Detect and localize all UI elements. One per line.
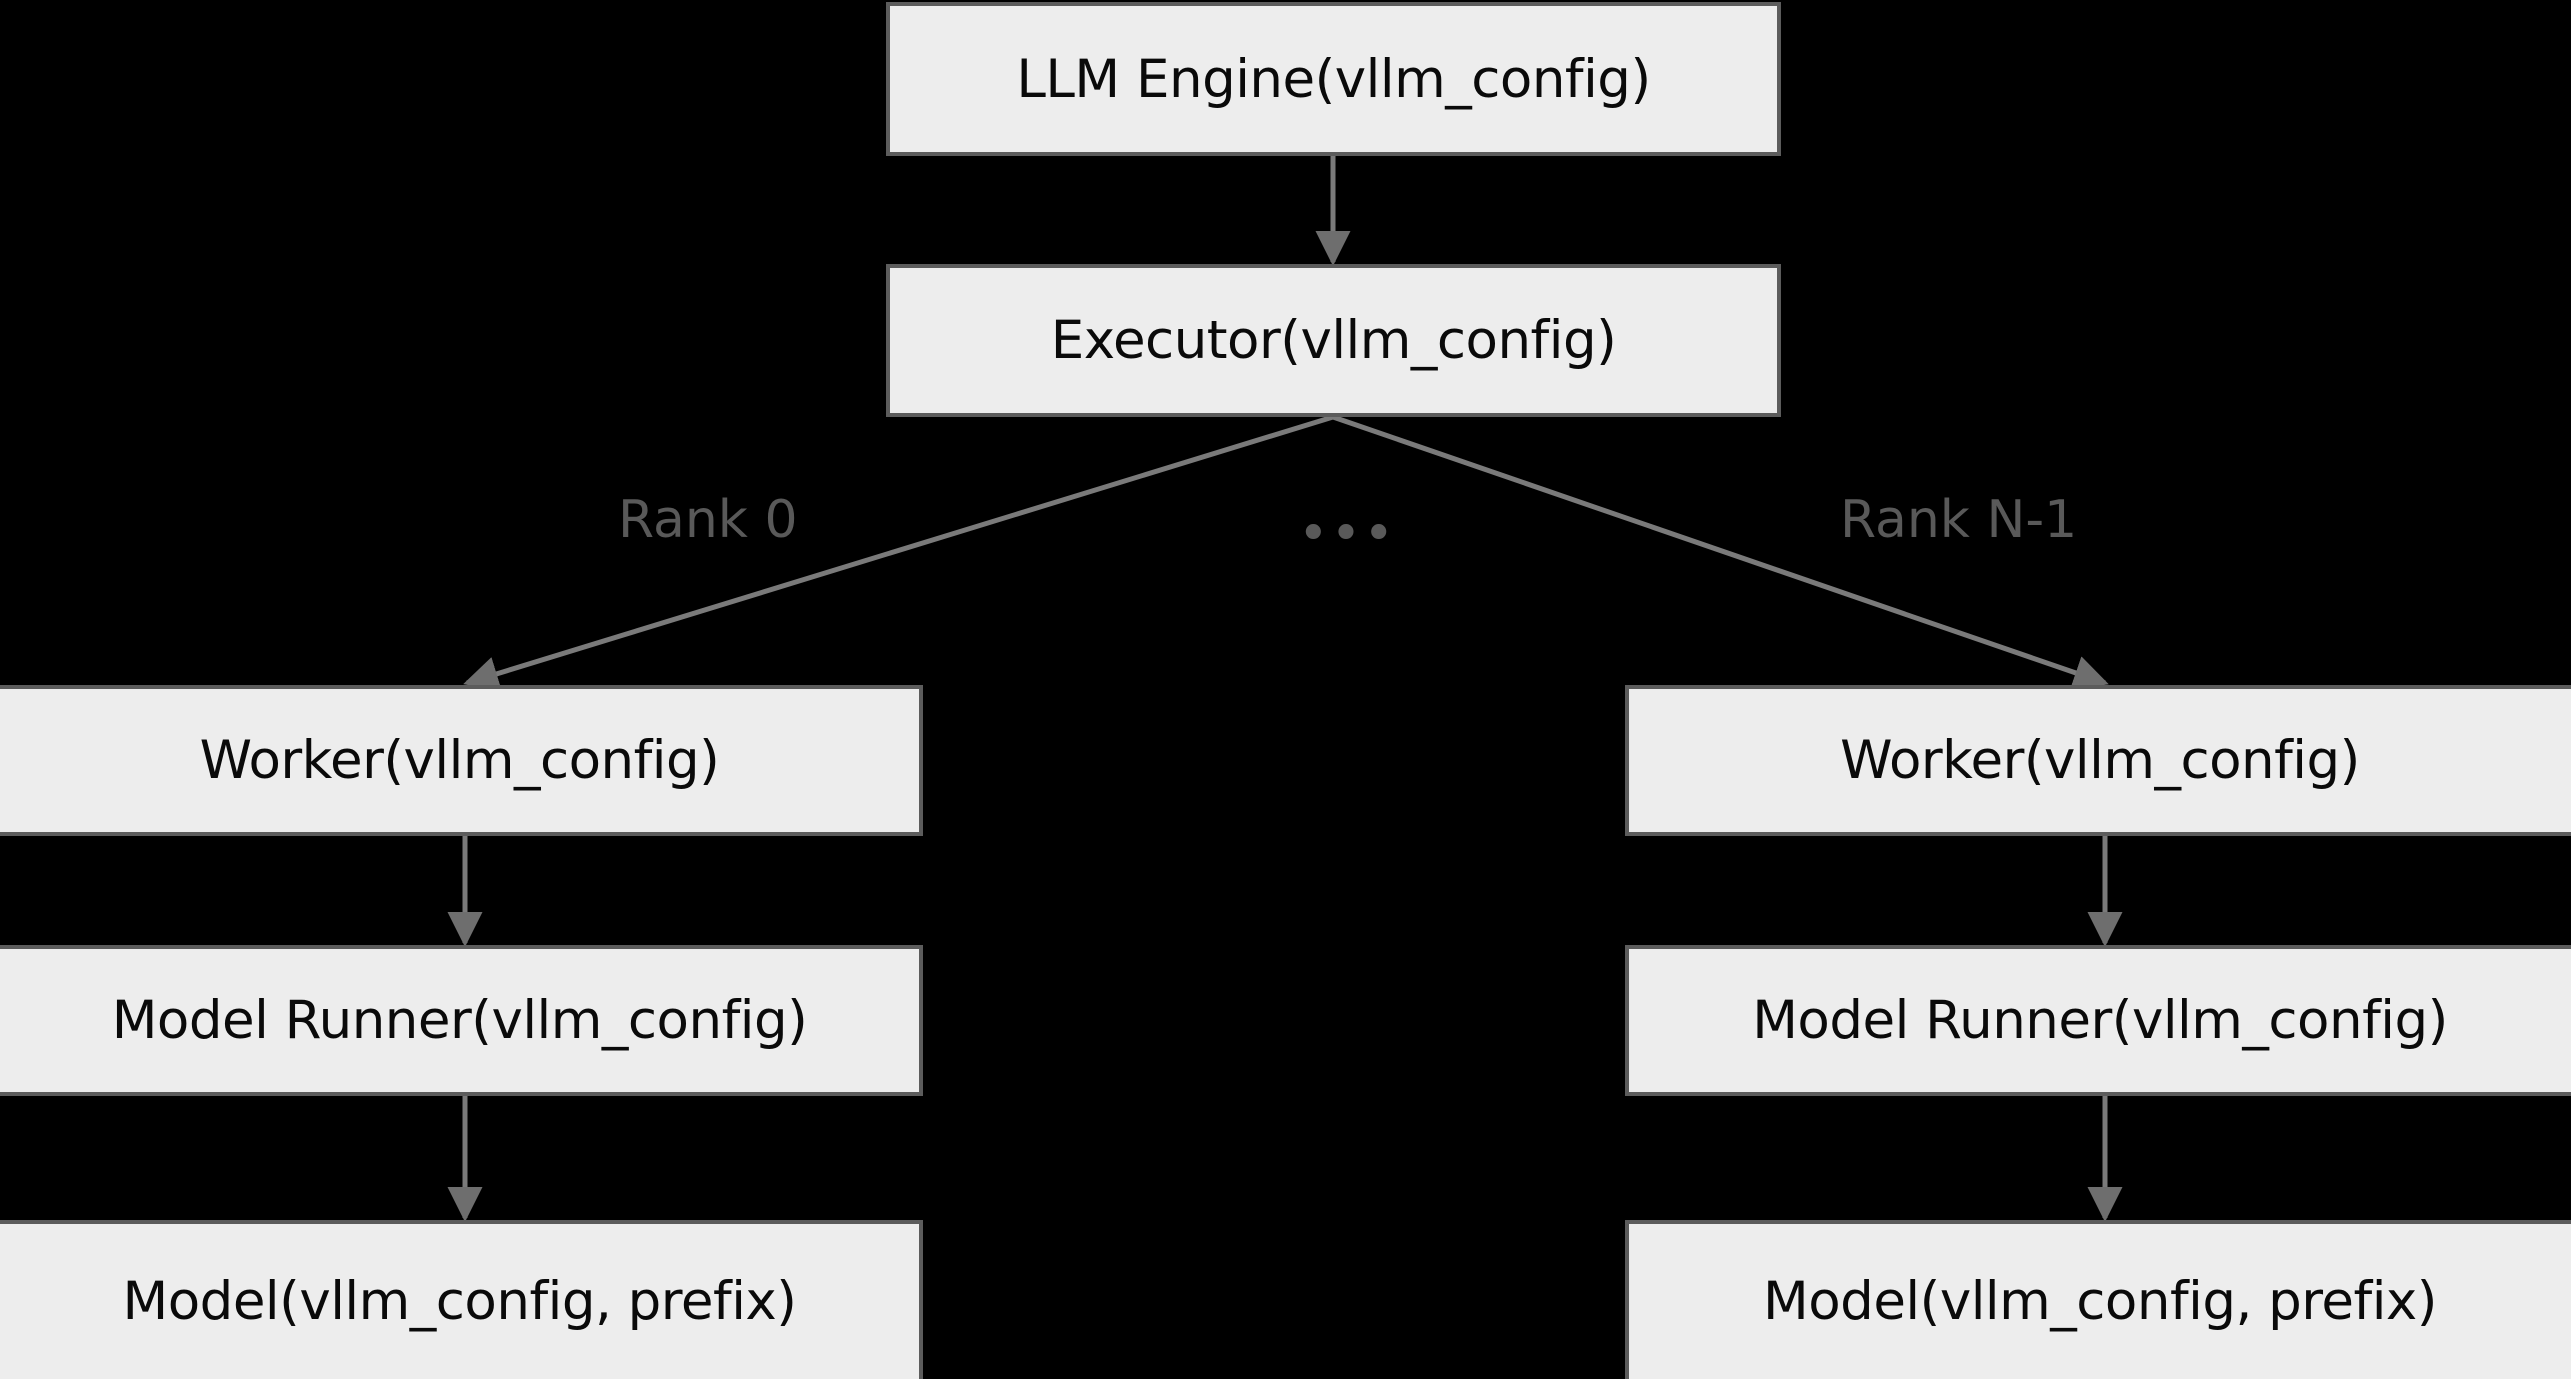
node-label: LLM Engine(vllm_config) [1016, 48, 1651, 110]
edge-executor-to-worker-rank0 [463, 414, 1334, 691]
node-model-runner-rank0[interactable]: Model Runner(vllm_config) [0, 945, 923, 1096]
node-label: Model(vllm_config, prefix) [122, 1271, 797, 1332]
node-label: Model(vllm_config, prefix) [1763, 1271, 2437, 1332]
node-model-runner-rankn[interactable]: Model Runner(vllm_config) [1625, 945, 2571, 1096]
node-label: Worker(vllm_config) [1840, 730, 2360, 791]
edge-executor-to-worker-rankn [1332, 414, 2109, 690]
node-model-rank0[interactable]: Model(vllm_config, prefix) [0, 1220, 923, 1379]
node-executor[interactable]: Executor(vllm_config) [886, 264, 1781, 417]
node-llm-engine[interactable]: LLM Engine(vllm_config) [886, 2, 1781, 156]
node-worker-rankn[interactable]: Worker(vllm_config) [1625, 685, 2571, 836]
node-label: Worker(vllm_config) [199, 730, 720, 791]
node-label: Executor(vllm_config) [1050, 310, 1617, 371]
node-model-rankn[interactable]: Model(vllm_config, prefix) [1625, 1220, 2571, 1379]
edge-label-rank-0: Rank 0 [618, 490, 798, 550]
edge-label-rank-n-1: Rank N-1 [1840, 490, 2078, 550]
node-label: Model Runner(vllm_config) [1752, 990, 2448, 1051]
node-label: Model Runner(vllm_config) [111, 990, 808, 1051]
ellipsis-indicator: ••• [1298, 504, 1397, 564]
node-worker-rank0[interactable]: Worker(vllm_config) [0, 685, 923, 836]
